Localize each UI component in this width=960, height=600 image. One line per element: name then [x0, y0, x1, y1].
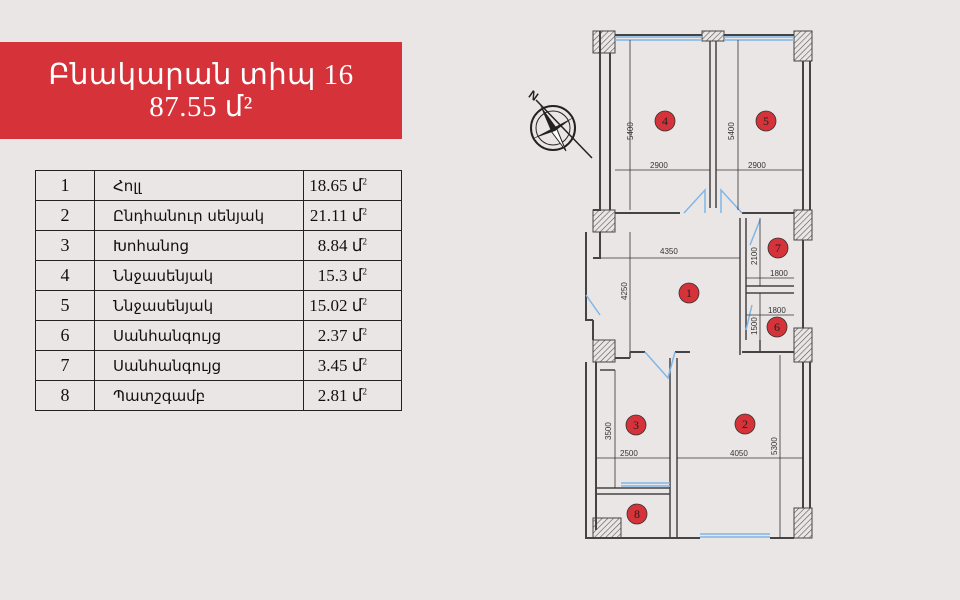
room-number: 2: [35, 200, 95, 231]
room-number: 3: [35, 230, 95, 261]
dim-2500: 2500: [620, 449, 638, 458]
room-name: Խոհանոց: [94, 230, 304, 261]
dim-1500: 1500: [750, 317, 759, 335]
windows-doors: [585, 36, 794, 538]
structural-columns: [592, 30, 813, 539]
svg-text:1: 1: [686, 286, 692, 300]
dim-4250: 4250: [620, 282, 629, 300]
room-name: Ընդհանուր սենյակ: [94, 200, 304, 231]
room-marker-8: 8: [626, 503, 648, 525]
room-area: 2.37 մ2: [303, 320, 402, 351]
svg-text:6: 6: [774, 320, 780, 334]
room-marker-1: 1: [678, 282, 700, 304]
room-name: Հոլլ: [94, 170, 304, 201]
svg-text:2: 2: [742, 417, 748, 431]
room-area: 15.3 մ2: [303, 260, 402, 291]
dim-4050: 4050: [730, 449, 748, 458]
room-number: 6: [35, 320, 95, 351]
room-markers: 1 2 3 4 5 6 7 8: [625, 110, 789, 525]
dim-2900-left: 2900: [650, 161, 668, 170]
compass-icon: N: [526, 87, 593, 159]
table-row: 5 Ննջասենյակ 15.02 մ2: [35, 290, 402, 321]
room-number: 7: [35, 350, 95, 381]
dim-5400-right: 5400: [727, 122, 736, 140]
room-number: 5: [35, 290, 95, 321]
room-marker-5: 5: [755, 110, 777, 132]
room-number: 4: [35, 260, 95, 291]
table-row: 1 Հոլլ 18.65 մ2: [35, 170, 402, 201]
svg-text:3: 3: [633, 418, 639, 432]
table-row: 7 Սանհանգույց 3.45 մ2: [35, 350, 402, 381]
room-name: Ննջասենյակ: [94, 290, 304, 321]
apartment-type-title: Բնակարան տիպ 16: [48, 58, 354, 91]
svg-text:5: 5: [763, 114, 769, 128]
room-number: 8: [35, 380, 95, 411]
interior-walls: [596, 41, 794, 538]
dim-3500: 3500: [604, 422, 613, 440]
table-row: 6 Սանհանգույց 2.37 մ2: [35, 320, 402, 351]
room-area: 8.84 մ2: [303, 230, 402, 261]
room-marker-2: 2: [734, 413, 756, 435]
table-row: 3 Խոհանոց 8.84 մ2: [35, 230, 402, 261]
dimension-lines: [596, 40, 803, 538]
dim-4350: 4350: [660, 247, 678, 256]
dim-2900-right: 2900: [748, 161, 766, 170]
room-marker-6: 6: [766, 316, 788, 338]
room-marker-7: 7: [767, 237, 789, 259]
room-number: 1: [35, 170, 95, 201]
room-name: Ննջասենյակ: [94, 260, 304, 291]
floor-plan: N: [526, 30, 813, 539]
dim-2100: 2100: [750, 247, 759, 265]
table-row: 2 Ընդհանուր սենյակ 21.11 մ2: [35, 200, 402, 231]
room-area: 3.45 մ2: [303, 350, 402, 381]
compass-north-label: N: [526, 87, 541, 103]
table-row: 8 Պատշգամբ 2.81 մ2: [35, 380, 402, 411]
apartment-total-area: 87.55 մ²: [149, 90, 253, 123]
table-row: 4 Ննջասենյակ 15.3 մ2: [35, 260, 402, 291]
room-area: 15.02 մ2: [303, 290, 402, 321]
title-banner: Բնակարան տիպ 16 87.55 մ²: [0, 42, 402, 139]
dim-5300: 5300: [770, 437, 779, 455]
outer-walls: [585, 31, 811, 539]
room-marker-3: 3: [625, 414, 647, 436]
dimension-labels: 5400 5400 2900 2900 4350 4250 2100 1800 …: [604, 122, 788, 458]
room-area: 2.81 մ2: [303, 380, 402, 411]
dim-5400-left: 5400: [626, 122, 635, 140]
rooms-table: 1 Հոլլ 18.65 մ2 2 Ընդհանուր սենյակ 21.11…: [35, 170, 402, 411]
room-name: Պատշգամբ: [94, 380, 304, 411]
room-area: 18.65 մ2: [303, 170, 402, 201]
dim-1800-top: 1800: [770, 269, 788, 278]
room-name: Սանհանգույց: [94, 320, 304, 351]
svg-text:8: 8: [634, 507, 640, 521]
svg-text:7: 7: [775, 241, 781, 255]
room-area: 21.11 մ2: [303, 200, 402, 231]
room-marker-4: 4: [654, 110, 676, 132]
svg-text:4: 4: [662, 114, 668, 128]
dim-1800-bottom: 1800: [768, 306, 786, 315]
room-name: Սանհանգույց: [94, 350, 304, 381]
